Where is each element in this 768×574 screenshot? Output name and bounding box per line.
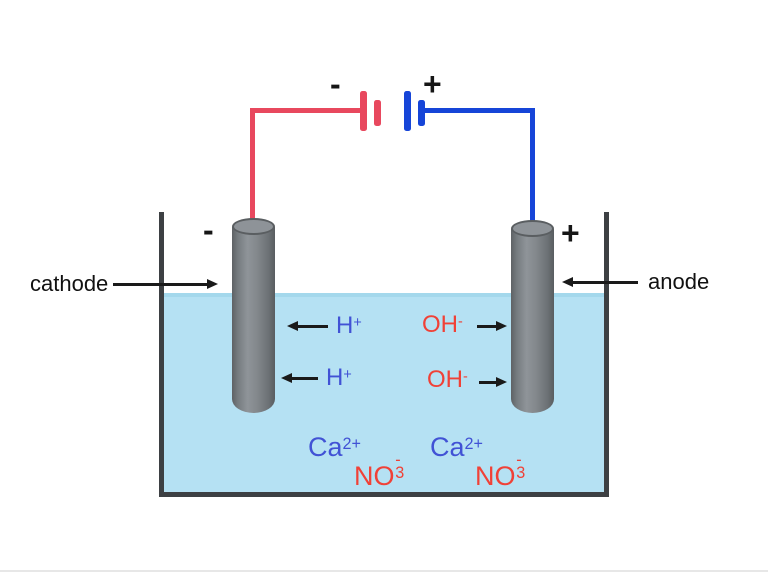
cathode-electrode-top xyxy=(232,218,275,235)
oh-ion-arrow-1-icon xyxy=(477,325,496,328)
beaker-right-wall xyxy=(604,212,609,497)
positive-wire-horizontal xyxy=(422,108,535,113)
cathode-electrode xyxy=(232,227,275,413)
h-ion-arrow-2-icon xyxy=(292,377,318,380)
calcium-ion-label-2: Ca2+ xyxy=(430,432,483,462)
battery-positive-label: + xyxy=(423,66,442,102)
anode-sign-label: + xyxy=(561,215,580,251)
battery-positive-plate-short xyxy=(418,100,425,126)
beaker-left-wall xyxy=(159,212,164,497)
cathode-sign-label: - xyxy=(203,212,214,248)
anode-electrode xyxy=(511,229,554,413)
hydrogen-ion-label-2: H+ xyxy=(326,364,352,391)
positive-wire-vertical xyxy=(530,108,535,222)
battery-negative-plate-short xyxy=(374,100,381,126)
calcium-ion-label-1: Ca2+ xyxy=(308,432,361,462)
battery-negative-plate-long xyxy=(360,91,367,131)
beaker-bottom xyxy=(159,492,609,497)
anode-arrow-icon xyxy=(573,281,638,284)
negative-wire-vertical xyxy=(250,110,255,222)
hydroxide-ion-label-1: OH- xyxy=(422,311,463,338)
cathode-label: cathode xyxy=(30,271,109,296)
battery-positive-plate-long xyxy=(404,91,411,131)
hydroxide-ion-label-2: OH- xyxy=(427,366,468,393)
nitrate-ion-label-2: NO-3 xyxy=(475,450,526,491)
anode-label: anode xyxy=(648,269,710,294)
hydrogen-ion-label-1: H+ xyxy=(336,312,362,339)
nitrate-ion-label-1: NO-3 xyxy=(354,450,405,491)
h-ion-arrow-1-icon xyxy=(298,325,328,328)
cathode-arrow-icon xyxy=(113,283,207,286)
anode-electrode-top xyxy=(511,220,554,237)
negative-wire-horizontal xyxy=(250,108,363,113)
page-bottom-divider xyxy=(0,570,768,572)
oh-ion-arrow-2-icon xyxy=(479,381,496,384)
battery-negative-label: - xyxy=(330,66,341,102)
